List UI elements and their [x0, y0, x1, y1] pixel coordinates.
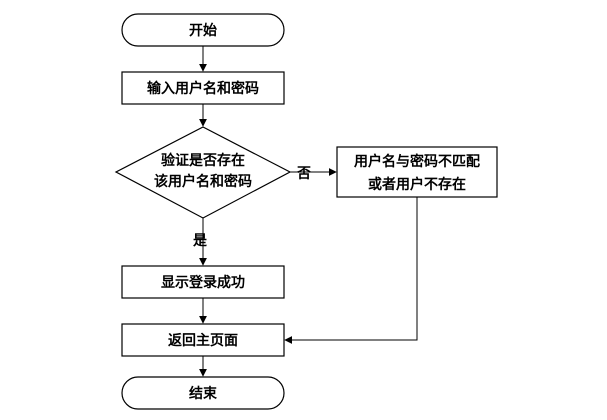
error-label-line2: 或者用户不存在: [368, 176, 466, 193]
start-node: 开始: [121, 13, 285, 47]
edge-error-back: [284, 197, 418, 344]
back-node: 返回主页面: [121, 323, 285, 357]
start-label: 开始: [189, 22, 217, 39]
yes-label: 是: [193, 233, 208, 249]
back-label: 返回主页面: [168, 332, 238, 349]
success-node: 显示登录成功: [121, 265, 285, 299]
check-label-line1: 验证是否存在: [161, 152, 245, 169]
success-label: 显示登录成功: [161, 274, 245, 291]
error-node: 用户名与密码不匹配 或者用户不存在: [336, 146, 498, 198]
input-label: 输入用户名和密码: [147, 80, 259, 97]
check-node: 验证是否存在 该用户名和密码: [114, 126, 292, 219]
input-node: 输入用户名和密码: [121, 71, 285, 105]
no-label: 否: [296, 166, 311, 182]
end-label: 结束: [189, 385, 218, 402]
check-label-line2: 该用户名和密码: [154, 173, 252, 190]
end-node: 结束: [121, 376, 285, 410]
error-label-line1: 用户名与密码不匹配: [354, 153, 480, 170]
